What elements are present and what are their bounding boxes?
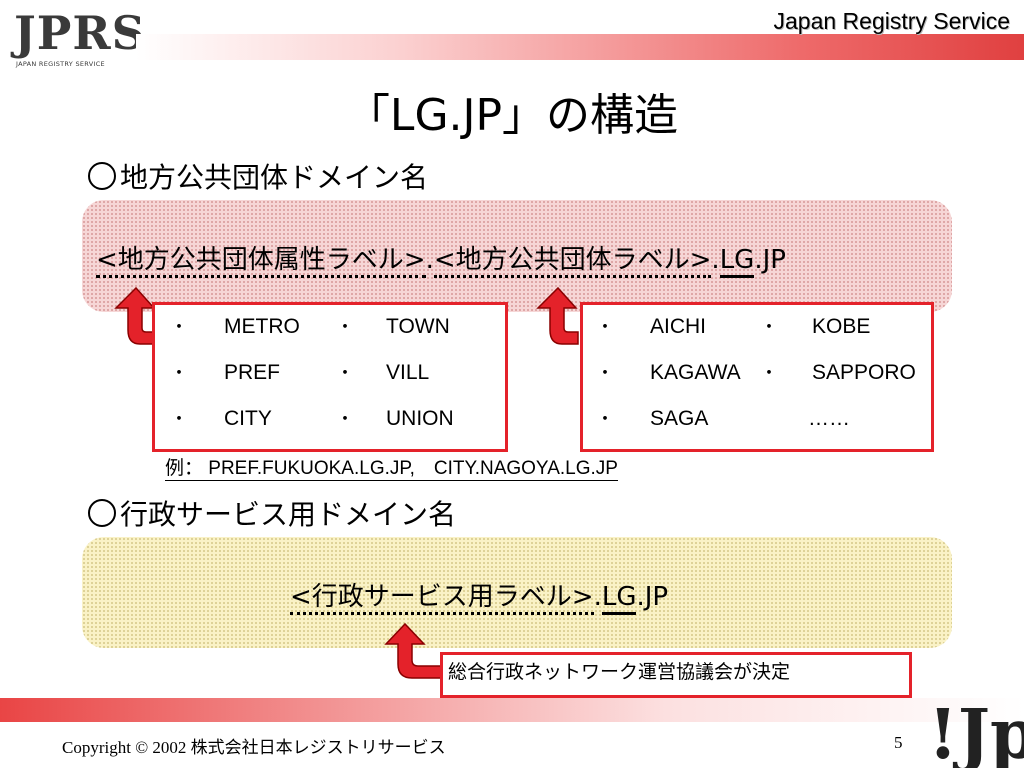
list-item: KOBE xyxy=(812,315,871,338)
jp-label-text: .JP xyxy=(754,245,786,275)
bullet-dot: ・ xyxy=(760,363,778,383)
jprs-logo-mark: JPRS xyxy=(14,6,146,60)
list-item: PREF xyxy=(224,361,281,384)
circle-bullet-icon xyxy=(88,499,116,527)
decision-note-text: 総合行政ネットワーク運営協議会が決定 xyxy=(448,661,791,683)
bullet-dot: ・ xyxy=(596,317,614,337)
curved-arrow-icon xyxy=(536,286,579,345)
example-text: 例： PREF.FUKUOKA.LG.JP, CITY.NAGOYA.LG.JP xyxy=(165,458,618,481)
slide-title: 「LG.JP」の構造 xyxy=(345,90,679,141)
curved-arrow-icon xyxy=(384,622,443,679)
separator-dot: . xyxy=(593,582,602,612)
list-item: TOWN xyxy=(386,315,450,338)
lg-label-text: LG xyxy=(719,245,755,278)
service-label-text: <行政サービス用ラベル> xyxy=(290,582,594,615)
attribute-label-text: <地方公共団体属性ラベル> xyxy=(96,245,426,278)
curved-arrow-icon xyxy=(114,286,157,345)
separator-dot: . xyxy=(425,245,434,275)
list-item: UNION xyxy=(386,407,454,430)
brand-text: Japan Registry Service xyxy=(773,8,1011,34)
copyright-text: Copyright © 2002 株式会社日本レジストリサービス xyxy=(62,738,446,757)
section1-heading-text: 地方公共団体ドメイン名 xyxy=(120,161,429,194)
bullet-dot: ・ xyxy=(336,363,354,383)
local-gov-domain-panel xyxy=(82,200,952,312)
entity-label-list-box xyxy=(580,302,934,452)
list-item: KAGAWA xyxy=(650,361,741,384)
list-item: CITY xyxy=(224,407,272,430)
bullet-dot: ・ xyxy=(596,363,614,383)
section2-heading-text: 行政サービス用ドメイン名 xyxy=(120,498,457,531)
footer-gradient-band xyxy=(0,698,1024,722)
bullet-dot: ・ xyxy=(336,317,354,337)
service-domain-panel xyxy=(82,537,952,648)
bullet-dot: ・ xyxy=(596,409,614,429)
separator-dot: . xyxy=(711,245,720,275)
bullet-dot: ・ xyxy=(170,409,188,429)
bullet-dot: ・ xyxy=(760,317,778,337)
bullet-dot: ・ xyxy=(170,317,188,337)
header-gradient-band xyxy=(136,34,1024,60)
local-gov-domain-structure: <地方公共団体属性ラベル>.<地方公共団体ラベル>.LG.JP xyxy=(96,244,786,278)
attribute-label-list-box xyxy=(152,302,508,452)
list-item-ellipsis: …… xyxy=(808,407,850,430)
decision-note-box xyxy=(440,652,912,698)
jp-logo-icon: !Jp xyxy=(928,695,1024,772)
section1-heading: 地方公共団体ドメイン名 xyxy=(88,160,428,196)
jp-domain-logo: !Jp xyxy=(924,680,1024,772)
list-item: METRO xyxy=(224,315,300,338)
jp-label-text: .JP xyxy=(636,582,669,612)
entity-label-text: <地方公共団体ラベル> xyxy=(433,245,712,278)
lg-label-text: LG xyxy=(601,582,637,615)
jprs-logo-subtext: JAPAN REGISTRY SERVICE xyxy=(16,60,105,68)
jp-logo-text: !Jp xyxy=(928,695,1024,768)
jprs-logo: JPRS JAPAN REGISTRY SERVICE xyxy=(14,8,145,72)
bullet-dot: ・ xyxy=(170,363,188,383)
list-item: VILL xyxy=(386,361,430,384)
section2-heading: 行政サービス用ドメイン名 xyxy=(88,497,456,533)
page-number: 5 xyxy=(894,733,903,752)
list-item: SAGA xyxy=(650,407,709,430)
bullet-dot: ・ xyxy=(336,409,354,429)
list-item: AICHI xyxy=(650,315,707,338)
circle-bullet-icon xyxy=(88,162,116,190)
list-item: SAPPORO xyxy=(812,361,916,384)
service-domain-structure: <行政サービス用ラベル>.LG.JP xyxy=(290,581,669,615)
